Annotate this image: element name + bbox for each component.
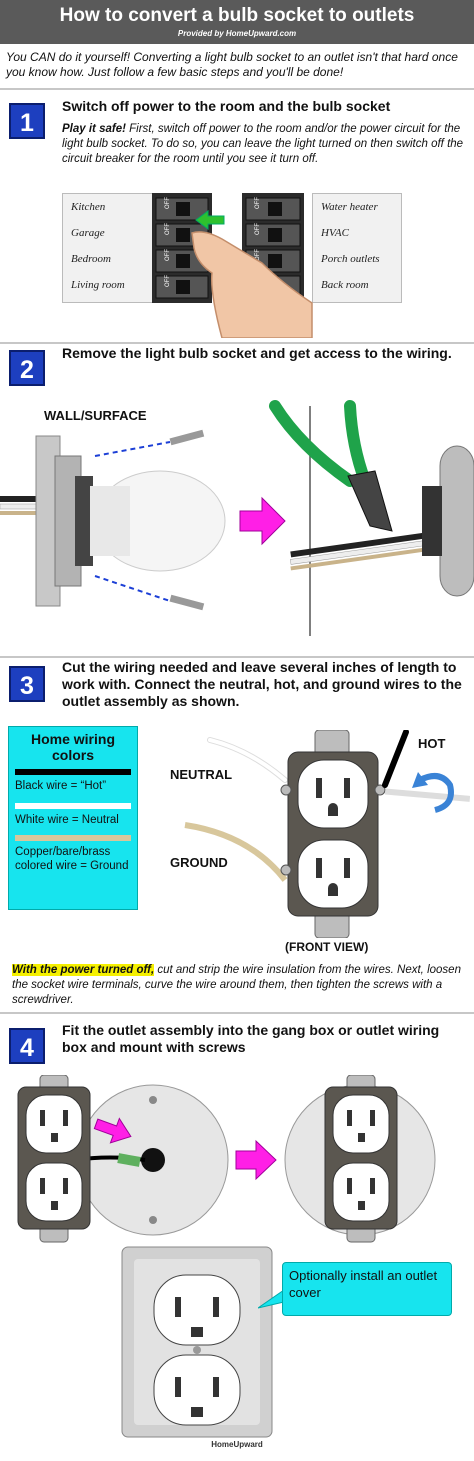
black-wire-swatch [15,769,131,775]
off-label: OFF [255,223,261,235]
off-label: OFF [255,197,261,209]
outlet-wiring-illustration [184,730,470,938]
step-4-title: Fit the outlet assembly into the gang bo… [62,1022,440,1055]
breaker-label: Water heater [321,201,378,213]
step-3-title: Cut the wiring needed and leave several … [62,659,462,709]
page-title: How to convert a bulb socket to outlets [59,5,415,26]
copper-wire-swatch [15,835,131,841]
divider [0,1012,474,1014]
breaker-label: Bedroom [71,253,111,265]
off-label: OFF [165,197,171,209]
socket-removal-illustration [0,400,474,636]
breaker-label: Kitchen [71,201,106,213]
step-1-badge: 1 [9,103,45,139]
magenta-arrow-icon [235,1139,277,1181]
divider [0,88,474,90]
header-banner: How to convert a bulb socket to outlets … [0,0,474,44]
white-wire-swatch [15,803,131,809]
wiring-colors-title: Home wiring colors [30,731,115,763]
off-label: OFF [165,223,171,235]
copper-wire-label: Copper/bare/brass colored wire = Ground [15,846,129,872]
front-view-label: (FRONT VIEW) [285,940,369,954]
breaker-label: HVAC [321,227,349,239]
breaker-label: Garage [71,227,105,239]
step-3-note: With the power turned off, cut and strip… [12,963,462,1008]
off-label: OFF [165,249,171,261]
step-2-title: Remove the light bulb socket and get acc… [62,345,452,361]
plier-jaw-icon [347,470,393,532]
hot-label: HOT [418,736,446,751]
wall-surface-label: WALL/SURFACE [44,408,147,423]
green-arrow-icon [195,210,225,230]
footer-brand: HomeUpward [211,1440,263,1449]
step-2-badge: 2 [9,350,45,386]
breaker-labels-right: Water heater HVAC Porch outlets Back roo… [312,193,402,303]
page-subtitle: Provided by HomeUpward.com [177,29,297,38]
rotate-arrow-icon [418,773,454,813]
breaker-labels-left: Kitchen Garage Bedroom Living room [62,193,154,303]
step-1-text: Play it safe! First, switch off power to… [62,122,467,167]
breaker-panel-illustration: OFF OFF OFF OFF OFF OFF OFF OFF [152,193,313,338]
cover-callout: Optionally install an outlet cover [282,1262,452,1316]
magenta-arrow-icon [239,496,286,546]
screw-icon [169,429,205,446]
breaker-label: Back room [321,279,369,291]
step-3-note-lead: With the power turned off, [12,964,155,976]
intro-text: You CAN do it yourself! Converting a lig… [6,50,458,79]
off-label: OFF [255,249,261,261]
step-1-title: Switch off power to the room and the bul… [62,98,391,114]
off-label: OFF [165,275,171,287]
ground-label: GROUND [170,855,228,870]
step-3-badge: 3 [9,666,45,702]
divider [0,656,474,658]
gang-box-illustration [17,1075,436,1243]
outlet-cover-illustration [121,1246,273,1438]
wiring-colors-legend: Home wiring colors Black wire = “Hot” Wh… [8,726,138,910]
screw-icon [169,594,205,611]
plier-handle-icon [269,400,356,487]
neutral-label: NEUTRAL [170,767,233,782]
black-wire-label: Black wire = “Hot” [15,780,107,792]
white-wire-label: White wire = Neutral [15,814,119,826]
divider [0,342,474,344]
breaker-label: Living room [71,279,125,291]
step-4-badge: 4 [9,1028,45,1064]
step-1-body: First, switch off power to the room and/… [62,123,464,165]
breaker-label: Porch outlets [321,253,380,265]
step-1-lead: Play it safe! [62,123,126,135]
step-3-note-body: cut and strip the wire insulation from t… [12,964,461,1006]
hand-icon [191,231,313,338]
